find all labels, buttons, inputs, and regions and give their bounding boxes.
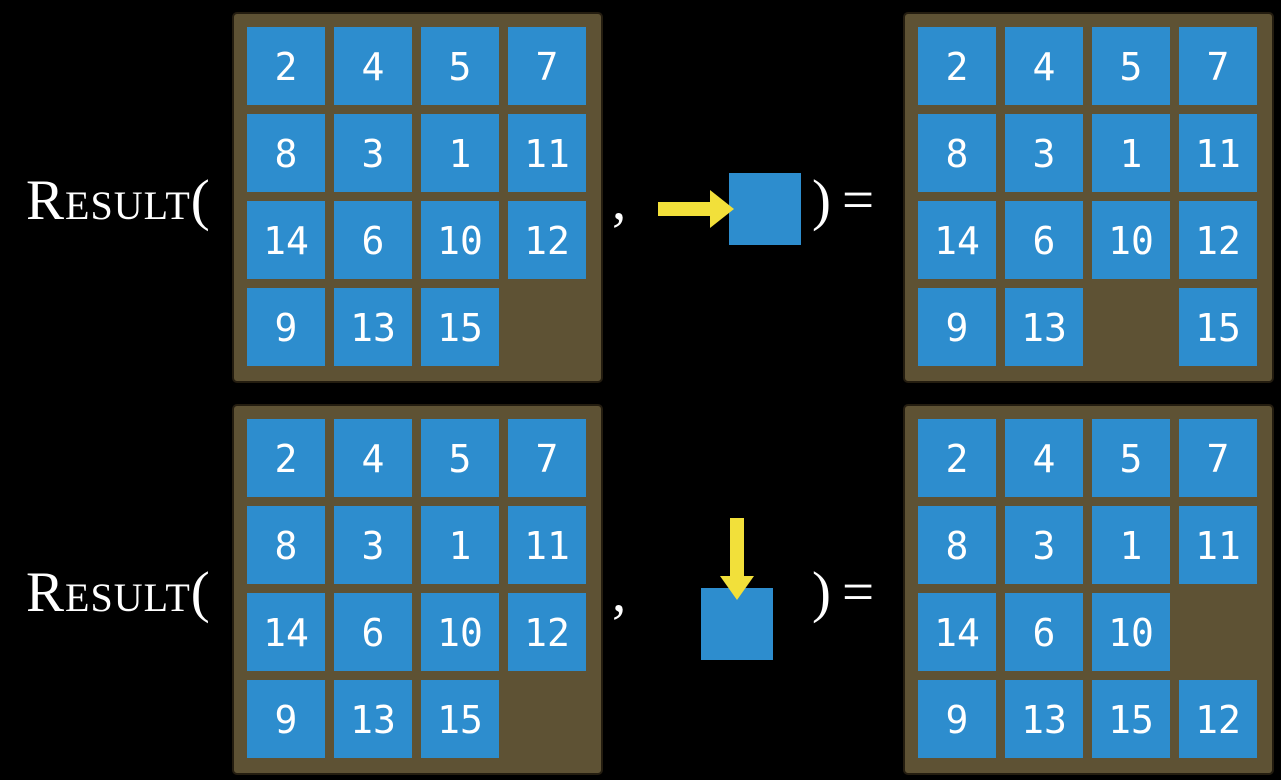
puzzle-tile: 9 <box>918 680 996 758</box>
puzzle-tile: 9 <box>247 288 325 366</box>
puzzle-tile: 2 <box>247 419 325 497</box>
puzzle-tile: 13 <box>1005 680 1083 758</box>
puzzle-tile: 6 <box>334 593 412 671</box>
puzzle-tile: 13 <box>1005 288 1083 366</box>
puzzle-tile: 1 <box>421 114 499 192</box>
empty-cell <box>1092 288 1170 366</box>
puzzle-tile: 10 <box>421 201 499 279</box>
comma: , <box>612 169 627 232</box>
puzzle-tile: 7 <box>508 27 586 105</box>
arrow-right-icon <box>658 190 734 228</box>
result-label: Result( <box>26 561 211 624</box>
puzzle-tile: 2 <box>918 419 996 497</box>
puzzle-tile: 2 <box>247 27 325 105</box>
equals-sign: = <box>842 169 875 232</box>
puzzle-tile: 12 <box>508 201 586 279</box>
puzzle-tile: 4 <box>1005 27 1083 105</box>
puzzle-tile: 12 <box>1179 201 1257 279</box>
puzzle-tile: 2 <box>918 27 996 105</box>
puzzle-tile: 10 <box>421 593 499 671</box>
equals-sign: = <box>842 561 875 624</box>
move-tile <box>729 173 801 245</box>
puzzle-tile: 13 <box>334 288 412 366</box>
puzzle-tile: 6 <box>334 201 412 279</box>
empty-cell <box>508 288 586 366</box>
puzzle-tile: 8 <box>918 506 996 584</box>
puzzle-tile: 7 <box>508 419 586 497</box>
puzzle-tile: 14 <box>247 201 325 279</box>
arrow-head <box>710 190 734 228</box>
arrow-head <box>720 576 754 600</box>
comma: , <box>612 561 627 624</box>
puzzle-tile: 14 <box>918 593 996 671</box>
puzzle-tile: 3 <box>334 114 412 192</box>
puzzle-tile: 1 <box>1092 506 1170 584</box>
puzzle-tile: 11 <box>508 506 586 584</box>
puzzle-tile: 3 <box>334 506 412 584</box>
puzzle-tile: 11 <box>508 114 586 192</box>
puzzle-tile: 14 <box>247 593 325 671</box>
puzzle-tile: 12 <box>508 593 586 671</box>
puzzle-tile: 11 <box>1179 114 1257 192</box>
puzzle-tile: 8 <box>247 506 325 584</box>
arrow-shaft <box>658 202 710 216</box>
puzzle-tile: 15 <box>1179 288 1257 366</box>
puzzle-tile: 12 <box>1179 680 1257 758</box>
empty-cell <box>1179 593 1257 671</box>
puzzle-tile: 9 <box>918 288 996 366</box>
result-label: Result( <box>26 169 211 232</box>
puzzle-tile: 5 <box>1092 419 1170 497</box>
puzzle-tile: 1 <box>421 506 499 584</box>
puzzle-tile: 13 <box>334 680 412 758</box>
puzzle-tile: 5 <box>1092 27 1170 105</box>
close-paren: ) <box>812 169 831 232</box>
puzzle-tile: 4 <box>334 419 412 497</box>
puzzle-tile: 15 <box>421 288 499 366</box>
puzzle-tile: 11 <box>1179 506 1257 584</box>
empty-cell <box>508 680 586 758</box>
close-paren: ) <box>812 561 831 624</box>
arrow-shaft <box>730 518 744 576</box>
puzzle-tile: 9 <box>247 680 325 758</box>
puzzle-tile: 5 <box>421 419 499 497</box>
puzzle-tile: 10 <box>1092 201 1170 279</box>
arrow-down-icon <box>720 518 754 600</box>
puzzle-tile: 4 <box>334 27 412 105</box>
puzzle-tile: 15 <box>421 680 499 758</box>
move-tile <box>701 588 773 660</box>
puzzle-tile: 1 <box>1092 114 1170 192</box>
puzzle-tile: 6 <box>1005 593 1083 671</box>
puzzle-tile: 14 <box>918 201 996 279</box>
puzzle-tile: 6 <box>1005 201 1083 279</box>
puzzle-tile: 3 <box>1005 114 1083 192</box>
puzzle-tile: 10 <box>1092 593 1170 671</box>
puzzle-tile: 3 <box>1005 506 1083 584</box>
puzzle-tile: 4 <box>1005 419 1083 497</box>
puzzle-tile: 7 <box>1179 419 1257 497</box>
puzzle-tile: 8 <box>247 114 325 192</box>
puzzle-tile: 7 <box>1179 27 1257 105</box>
puzzle-tile: 8 <box>918 114 996 192</box>
puzzle-tile: 15 <box>1092 680 1170 758</box>
puzzle-tile: 5 <box>421 27 499 105</box>
